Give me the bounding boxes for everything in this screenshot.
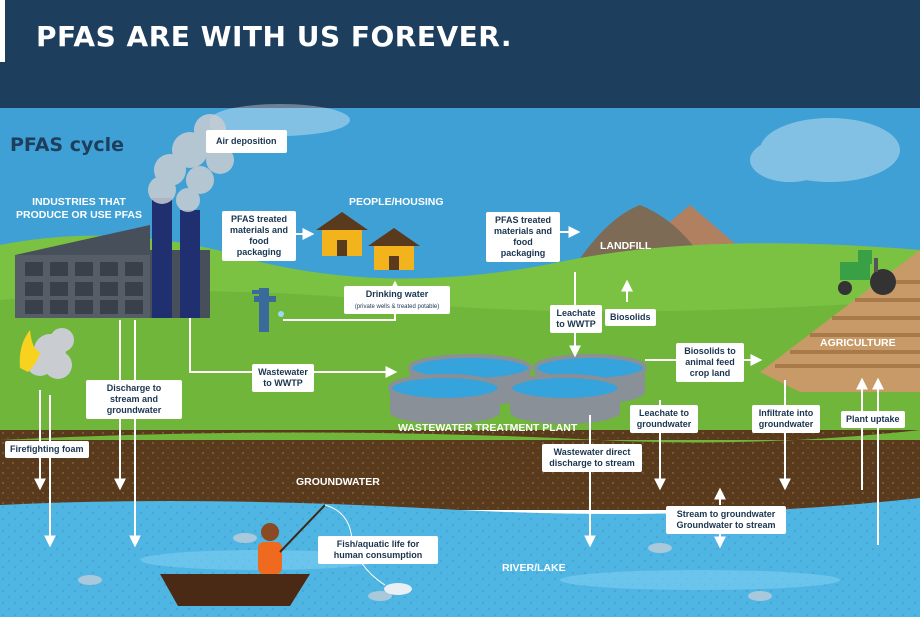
house-icon	[316, 212, 368, 256]
gw-to-stream-text: Groundwater to stream	[676, 520, 776, 530]
label-plant-uptake: Plant uptake	[841, 411, 905, 428]
field-rows	[775, 280, 920, 368]
node-landfill: LANDFILL	[600, 240, 652, 252]
banner-title: PFAS ARE WITH US FOREVER.	[36, 20, 512, 53]
groundwater-top	[0, 430, 920, 443]
label-leachate-to-wwtp: Leachate to WWTP	[550, 305, 602, 333]
label-wastewater-to-wwtp: Wastewater to WWTP	[252, 364, 314, 392]
label-pfas-treated-1: PFAS treated materials and food packagin…	[222, 211, 296, 261]
label-air-deposition: Air deposition	[206, 130, 287, 153]
house-icon	[368, 228, 420, 270]
node-industries: INDUSTRIES THAT PRODUCE OR USE PFAS	[15, 196, 143, 221]
label-biosolids: Biosolids	[605, 309, 656, 326]
label-wastewater-direct: Wastewater direct discharge to stream	[542, 444, 642, 472]
banner-accent	[0, 0, 5, 62]
drinking-water-note: (private wells & treated potable)	[354, 304, 440, 310]
label-leachate-to-gw: Leachate to groundwater	[630, 405, 698, 433]
label-firefighting-foam: Firefighting foam	[5, 441, 89, 458]
fire-foam-icon	[19, 328, 74, 379]
node-groundwater: GROUNDWATER	[296, 476, 380, 488]
diagram-title: PFAS cycle	[10, 134, 125, 156]
drinking-water-text: Drinking water	[365, 289, 429, 299]
label-discharge-stream-gw: Discharge to stream and groundwater	[86, 380, 182, 419]
factory-icon	[15, 114, 234, 318]
label-pfas-treated-2: PFAS treated materials and food packagin…	[486, 212, 560, 262]
boat-fisher-icon	[160, 504, 386, 606]
wwtp-tanks-icon	[388, 354, 647, 424]
cloud-right	[750, 118, 900, 182]
label-stream-gw: Stream to groundwater Groundwater to str…	[666, 506, 786, 534]
node-wwtp: WASTEWATER TREATMENT PLANT	[398, 422, 578, 434]
groundwater-texture	[0, 430, 920, 510]
fish-icon	[78, 533, 772, 601]
node-people-housing: PEOPLE/HOUSING	[349, 196, 444, 208]
label-fish-aquatic: Fish/aquatic life for human consumption	[318, 536, 438, 564]
node-river-lake: RIVER/LAKE	[502, 562, 566, 574]
node-agriculture: AGRICULTURE	[820, 337, 896, 349]
stream-to-gw-text: Stream to groundwater	[676, 509, 776, 519]
label-biosolids-to-feed: Biosolids to animal feed crop land	[676, 343, 744, 382]
tractor-icon	[838, 250, 896, 295]
label-drinking-water: Drinking water (private wells & treated …	[344, 286, 450, 314]
well-pump-icon	[252, 288, 284, 332]
header-banner: PFAS ARE WITH US FOREVER.	[0, 0, 920, 108]
label-infiltrate-gw: Infiltrate into groundwater	[752, 405, 820, 433]
